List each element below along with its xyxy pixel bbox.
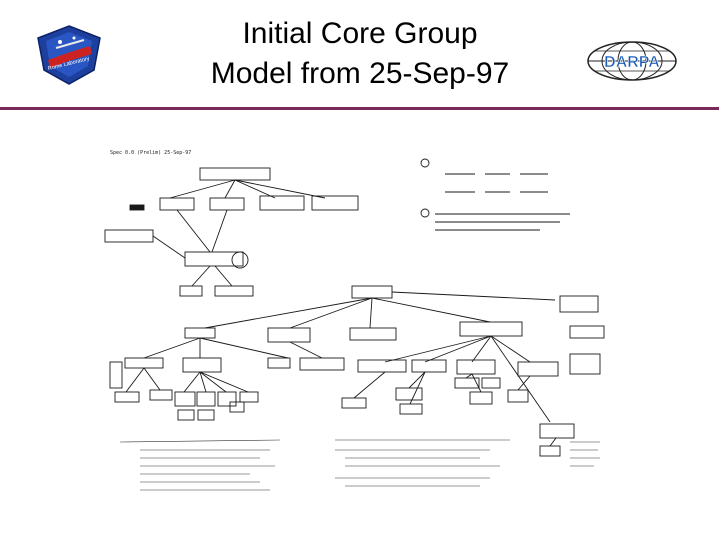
darpa-logo: DARPA [587,41,677,81]
rome-laboratory-logo: Rome Laboratory [37,25,101,85]
title-divider [0,107,719,110]
slide-title: Initial Core Group Model from 25-Sep-97 [150,14,570,94]
darpa-logo-text: DARPA [604,54,660,71]
slide-title-line1: Initial Core Group [242,17,478,50]
core-group-diagram: Spec 0.0 (Prelim) 25-Sep-97 [104,150,605,491]
slide-title-line2: Model from 25-Sep-97 [210,57,510,90]
diagram-header-note: Spec 0.0 (Prelim) 25-Sep-97 [110,150,191,156]
